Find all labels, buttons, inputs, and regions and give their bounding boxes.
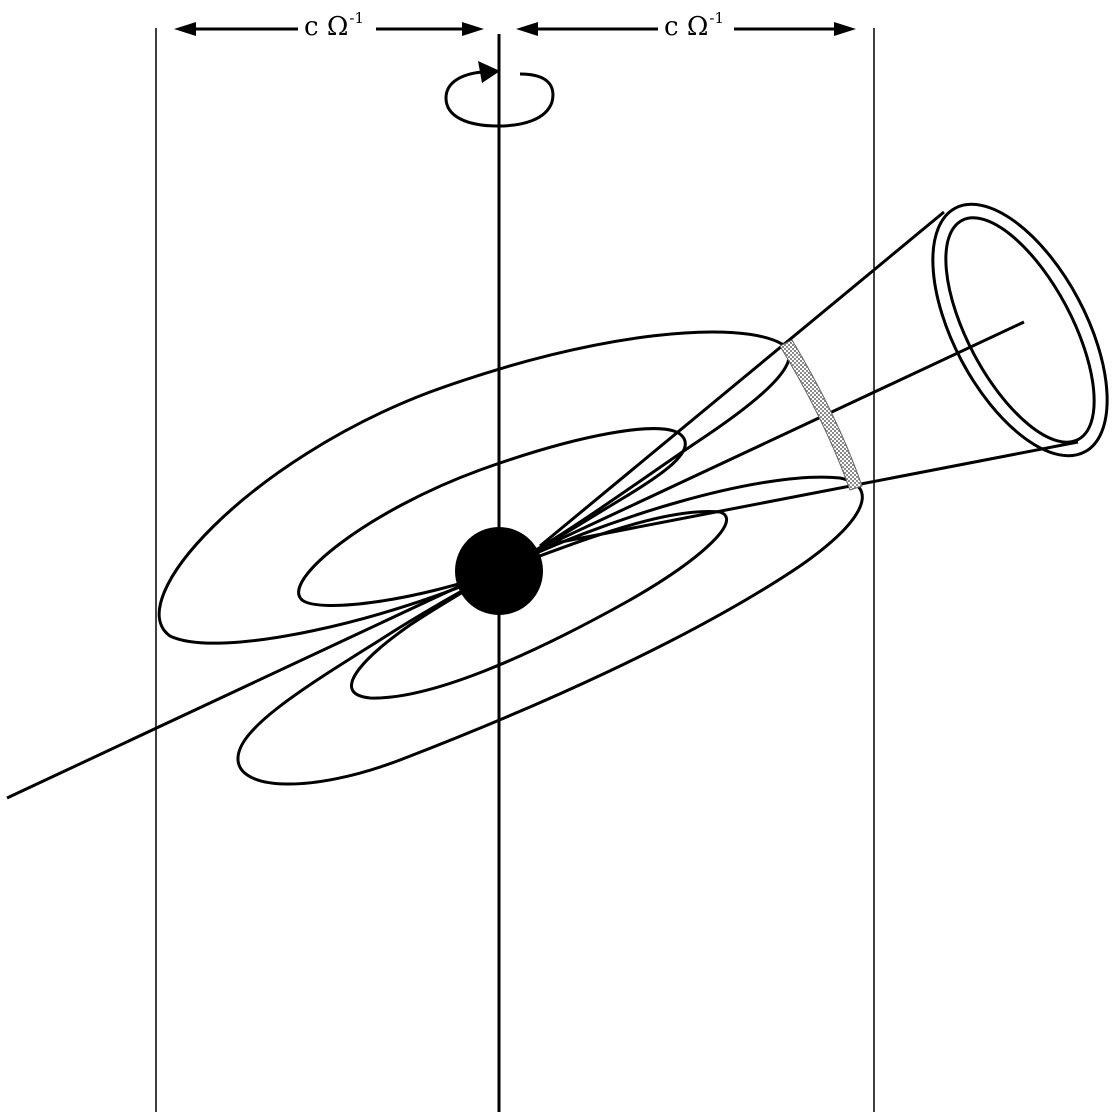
left-dimension-label: c Ω-1	[304, 9, 365, 42]
field-lines	[157, 330, 864, 786]
emission-cone	[539, 202, 1109, 548]
right-dimension-arrow	[516, 22, 856, 36]
outer-lower-field-loop	[236, 475, 864, 786]
right-dimension-label: c Ω-1	[664, 9, 725, 42]
neutron-star	[455, 527, 543, 615]
rotation-arrow-icon	[444, 61, 555, 128]
left-dimension-arrow	[174, 22, 484, 36]
inner-lower-field-loop	[350, 509, 728, 700]
outer-upper-field-loop	[157, 330, 791, 645]
beam-emission-region	[779, 339, 863, 491]
inner-upper-field-loop	[297, 427, 687, 607]
